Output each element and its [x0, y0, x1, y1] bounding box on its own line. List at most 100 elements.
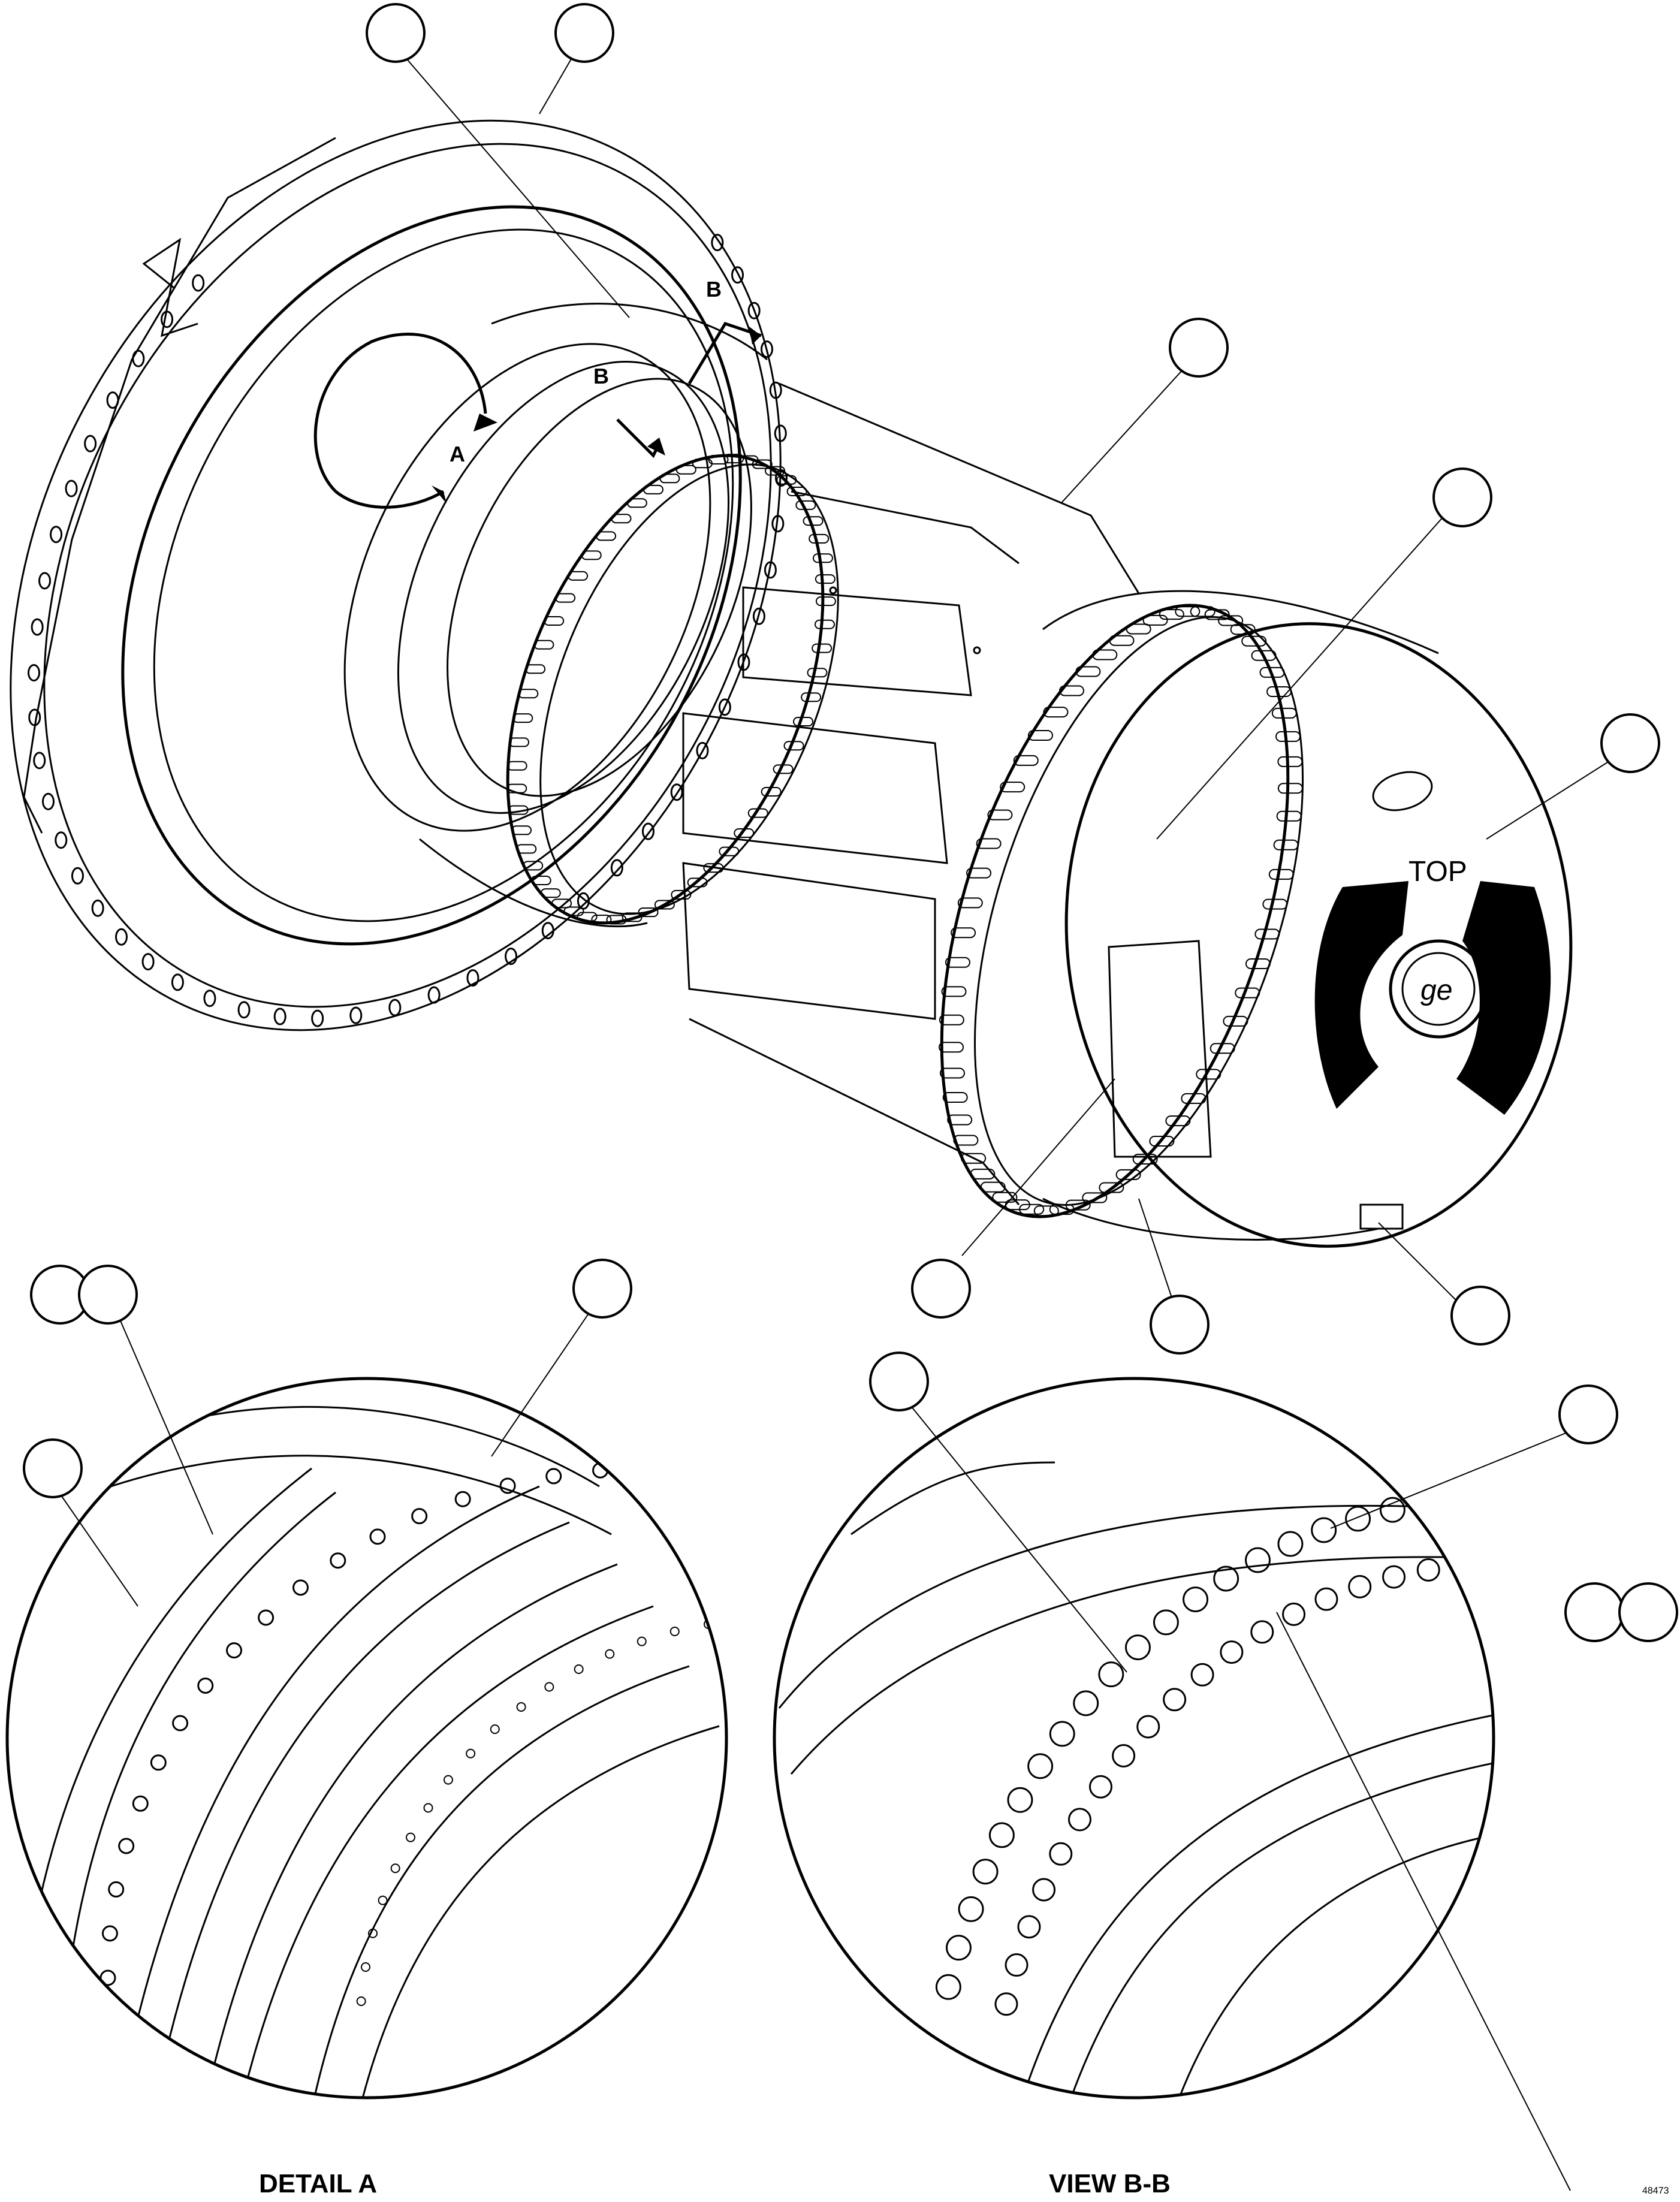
detail-bolt-head: [150, 1754, 167, 1771]
detail-bolt-head: [369, 1528, 386, 1545]
view-bolt-head: [1073, 1690, 1099, 1717]
flange-bolt-hole: [311, 1009, 324, 1027]
casing-bolt: [1251, 650, 1277, 661]
view-bolt-head: [1049, 1721, 1075, 1747]
casing-bolt: [1262, 898, 1288, 910]
view-bolt-head: [994, 1992, 1018, 2016]
casing-bolt: [1254, 928, 1280, 940]
casing-bolt: [1115, 1169, 1141, 1180]
view-bolt-head: [988, 1822, 1015, 1848]
mounting-flange: [10, 119, 782, 1031]
detail-bolt-hole: [423, 1803, 433, 1813]
casing-bolt: [530, 876, 551, 886]
casing-bolt: [622, 912, 643, 922]
flange-bolt-holes: [28, 234, 788, 1027]
casing-bolt: [1223, 1015, 1248, 1027]
casing-bolt: [638, 907, 659, 918]
view-bolt-head: [1007, 1787, 1033, 1813]
flange-bolt-hole: [752, 607, 765, 625]
callout-leaders: [56, 56, 1610, 2191]
casing-bolt: [591, 915, 612, 925]
casing-bolt: [606, 915, 627, 925]
view-bolt-head: [1451, 1554, 1475, 1577]
casing-bolt: [643, 484, 663, 494]
flange-bolt-hole: [237, 1001, 251, 1019]
view-b-b-caption: VIEW B-B: [1049, 2169, 1171, 2198]
casing-bolt: [812, 553, 833, 563]
callout-balloon: [1564, 1582, 1624, 1642]
callout-balloon: [1432, 467, 1492, 527]
casing-bolt: [807, 668, 828, 678]
casing-bolt: [1027, 730, 1053, 741]
detail-bolt-hole: [738, 1616, 747, 1624]
casing-bolt: [1276, 810, 1302, 822]
callout-balloon: [1558, 1384, 1618, 1444]
casing-bolt: [523, 861, 544, 871]
casing-bolt: [734, 828, 755, 838]
flange-bolt-hole: [132, 349, 145, 367]
casing-bolt: [1043, 707, 1069, 718]
flange-bolt-hole: [28, 708, 41, 726]
detail-bolt-head: [499, 1477, 516, 1494]
detail-bolt-hole: [544, 1682, 554, 1692]
callout-balloon: [1618, 1582, 1678, 1642]
view-bolt-head: [1017, 1915, 1041, 1939]
detail-bolt-hole: [516, 1702, 526, 1712]
casing-bolt: [533, 640, 554, 650]
flange-bolt-hole: [774, 424, 787, 442]
detail-bolt-hole: [637, 1636, 647, 1646]
casing-bolt: [1013, 755, 1039, 766]
casing-bolt: [815, 574, 836, 584]
casing-bolt: [568, 571, 589, 581]
flange-bolt-hole: [696, 741, 709, 759]
casing-bolt: [776, 475, 797, 485]
view-bolt-head: [1005, 1953, 1028, 1977]
flange-bolt-hole: [711, 234, 724, 252]
view-bolt-head: [1348, 1574, 1372, 1598]
detail-bolt-hole: [390, 1863, 400, 1874]
casing-bolt: [803, 516, 824, 526]
view-bolt-head: [1163, 1688, 1187, 1712]
casing-bolt: [506, 783, 527, 794]
detail-bolt-hole: [356, 1996, 366, 2006]
casing-bolt: [1266, 686, 1292, 698]
callout-balloon: [1600, 713, 1660, 773]
casing-bolt: [1175, 606, 1201, 617]
casing-bolt: [544, 616, 565, 626]
casing-bolt: [942, 1092, 968, 1103]
flange-bolt-hole: [161, 310, 174, 328]
casing-bolt: [577, 912, 598, 922]
rear-bolt-ring: [939, 604, 1304, 1218]
casing-bolt: [747, 808, 768, 818]
casing-bolt: [518, 689, 539, 699]
detail-bolt-head: [454, 1491, 471, 1507]
casing-bolt: [939, 1042, 964, 1053]
casing-bolt: [1275, 731, 1301, 742]
casing-bolt: [951, 927, 976, 939]
casing-bolt: [509, 737, 530, 747]
callout-balloon: [572, 1259, 632, 1319]
view-bolt-head: [1190, 1663, 1214, 1687]
casing-bolt: [809, 533, 830, 544]
view-bolt-head: [935, 1974, 961, 2000]
flange-bolt-hole: [769, 381, 782, 399]
flange-bolt-hole: [141, 953, 155, 971]
casing-bolt: [815, 596, 836, 607]
section-letter-b-bottom: B: [593, 364, 609, 388]
view-bolt-head: [1088, 1775, 1112, 1799]
callout-balloon: [1150, 1295, 1210, 1355]
transition-duct: [343, 303, 768, 928]
flange-bolt-hole: [427, 986, 441, 1004]
flange-bolt-hole: [203, 990, 216, 1008]
detail-bolt-hole: [466, 1748, 476, 1758]
detail-bolt-hole: [368, 1928, 378, 1938]
detail-bolt-hole: [405, 1832, 415, 1842]
detail-bolt-head: [545, 1468, 562, 1485]
flange-bolt-hole: [106, 391, 119, 409]
casing-bolt: [1159, 609, 1184, 620]
casing-bolt: [708, 455, 729, 465]
casing-bolt: [719, 846, 740, 856]
casing-bolt: [815, 619, 836, 629]
casing-bolt: [783, 741, 804, 751]
flange-bolt-hole: [33, 752, 46, 770]
